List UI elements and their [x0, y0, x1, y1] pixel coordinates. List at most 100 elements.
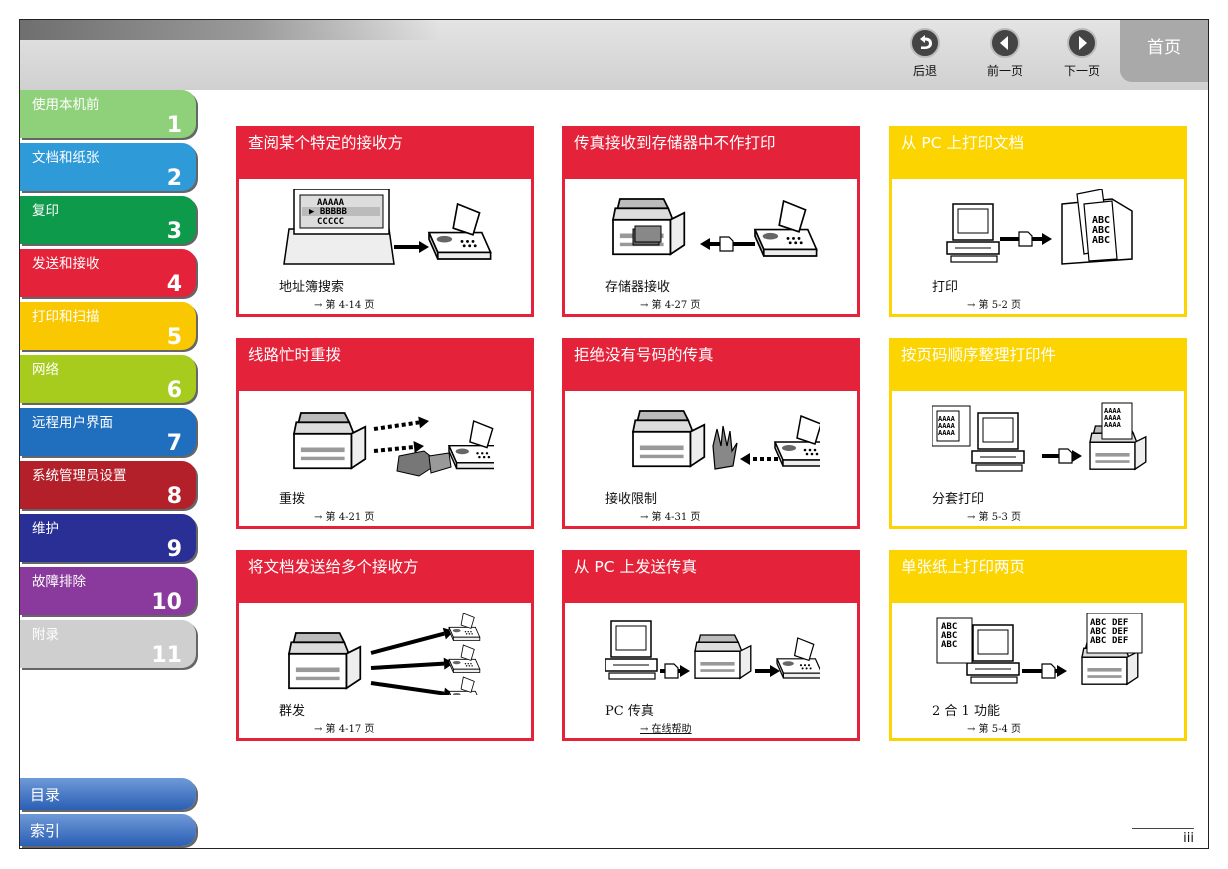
- card-title: 线路忙时重拨: [239, 341, 531, 391]
- computer-icon: [971, 412, 1025, 472]
- handshake-icon: [396, 450, 452, 477]
- back-button[interactable]: 后退: [895, 28, 955, 79]
- card-page-reference: → 第 5-4 页: [967, 724, 1022, 735]
- multifunction-machine-icon: [287, 632, 362, 690]
- next-page-button[interactable]: 下一页: [1052, 28, 1112, 79]
- feature-card[interactable]: 从 PC 上发送传真 PC 传真 → 在线帮助: [562, 550, 860, 741]
- feature-card[interactable]: 将文档发送给多个接收方 群发 → 第: [236, 550, 534, 741]
- multifunction-machine-icon: [631, 410, 706, 468]
- top-toolbar: 后退 前一页 下一页 首页: [20, 20, 1208, 90]
- svg-text:DEF: DEF: [1112, 636, 1128, 646]
- feature-card[interactable]: 拒绝没有号码的传真 接收限制 → 第 4-31 页: [562, 338, 860, 529]
- chapter-tab-label: 附录: [32, 627, 59, 643]
- feature-card[interactable]: 查阅某个特定的接收方 AAAAA ▶ BBBBB CCCCC 地址簿搜索 → 第…: [236, 126, 534, 317]
- card-page-reference[interactable]: → 在线帮助: [640, 724, 692, 735]
- document-icon: [664, 663, 679, 679]
- arrow-icon: [740, 453, 785, 465]
- card-caption: 打印: [932, 280, 959, 295]
- chapter-tab-2[interactable]: 文档和纸张 2: [20, 143, 196, 191]
- svg-text:ABC: ABC: [1090, 618, 1106, 628]
- svg-text:AAAA: AAAA: [1104, 414, 1122, 422]
- chapter-tab-label: 故障排除: [32, 574, 86, 590]
- chapter-tab-number: 2: [166, 166, 182, 191]
- multifunction-machine-icon: [694, 634, 752, 680]
- header-gradient-strip: [20, 20, 440, 40]
- card-caption: 群发: [279, 704, 306, 719]
- card-title: 传真接收到存储器中不作打印: [565, 129, 857, 179]
- chapter-tab-number: 6: [166, 378, 182, 403]
- index-button[interactable]: 索引: [20, 814, 196, 846]
- feature-card[interactable]: 传真接收到存储器中不作打印 存储器接收 → 第 4-27 页: [562, 126, 860, 317]
- previous-page-button[interactable]: 前一页: [975, 28, 1035, 79]
- card-caption: 分套打印: [932, 492, 985, 507]
- card-illustration: AAAAA ▶ BBBBB CCCCC: [283, 189, 492, 265]
- fax-machine-icon: [448, 644, 481, 673]
- chapter-tab-number: 1: [166, 113, 182, 138]
- back-label: 后退: [912, 64, 937, 78]
- document-icon: [1018, 231, 1033, 247]
- chapter-tab-number: 7: [166, 431, 182, 456]
- index-label: 索引: [30, 822, 61, 840]
- card-page-reference: → 第 4-17 页: [314, 724, 375, 735]
- multifunction-machine-icon: [292, 412, 367, 470]
- card-caption: 地址簿搜索: [279, 280, 345, 295]
- chapter-tab-label: 文档和纸张: [32, 150, 100, 166]
- feature-card[interactable]: 线路忙时重拨 重拨 → 第 4-21 页: [236, 338, 534, 529]
- chapter-tab-11[interactable]: 附录 11: [20, 620, 196, 668]
- arrow-right-icon: [1067, 28, 1097, 58]
- card-page-reference: → 第 5-3 页: [967, 512, 1022, 523]
- chapter-tab-number: 5: [166, 325, 182, 350]
- svg-text:ABC: ABC: [1092, 235, 1110, 246]
- toc-button[interactable]: 目录: [20, 778, 196, 810]
- card-title: 将文档发送给多个接收方: [239, 553, 531, 603]
- chapter-tab-number: 3: [166, 219, 182, 244]
- arrow-icon: [370, 681, 454, 695]
- fax-machine-icon: [448, 613, 481, 641]
- next-page-label: 下一页: [1063, 64, 1100, 78]
- fax-machine-icon: [753, 199, 818, 257]
- card-title: 按页码顺序整理打印件: [892, 341, 1184, 391]
- svg-text:AAAA: AAAA: [938, 429, 956, 437]
- svg-text:ABC: ABC: [1092, 215, 1110, 226]
- chapter-tab-number: 11: [151, 643, 182, 668]
- chapter-tab-number: 9: [166, 537, 182, 562]
- arrow-left-icon: [990, 28, 1020, 58]
- card-illustration: [292, 412, 494, 477]
- page-number: iii: [1132, 828, 1194, 846]
- card-illustration: [611, 198, 818, 257]
- stop-hand-icon: [712, 425, 738, 470]
- svg-text:AAAA: AAAA: [1104, 407, 1122, 415]
- svg-text:AAAAA: AAAAA: [317, 198, 345, 208]
- card-title: 从 PC 上打印文档: [892, 129, 1184, 179]
- chapter-tab-label: 发送和接收: [32, 256, 100, 272]
- card-page-reference: → 第 4-31 页: [640, 512, 701, 523]
- card-page-reference: → 第 4-14 页: [314, 300, 375, 311]
- svg-text:DEF: DEF: [1112, 627, 1128, 637]
- chapter-tab-label: 系统管理员设置: [32, 468, 127, 484]
- card-page-reference: → 第 4-27 页: [640, 300, 701, 311]
- computer-icon: [946, 203, 1000, 263]
- card-page-reference: → 第 5-2 页: [967, 300, 1022, 311]
- card-title: 查阅某个特定的接收方: [239, 129, 531, 179]
- fax-machine-icon: [427, 202, 492, 260]
- fax-machine-icon: [447, 420, 494, 470]
- home-button[interactable]: 首页: [1120, 20, 1208, 82]
